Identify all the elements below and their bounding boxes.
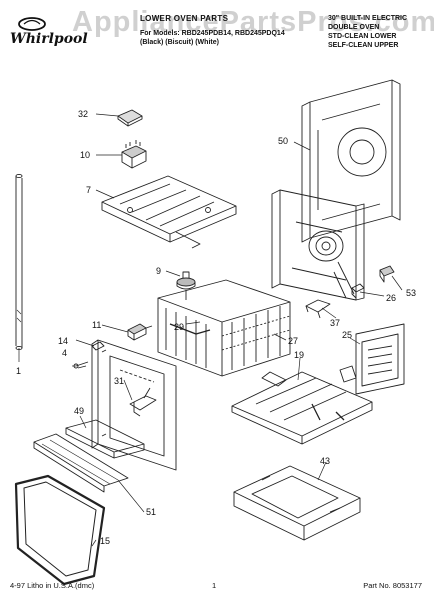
model-line-2: (Black) (Biscuit) (White) (140, 39, 219, 46)
page-title: LOWER OVEN PARTS (140, 14, 229, 23)
model-list: For Models: RBD245PDB14, RBD245PDQ14 (Bl… (140, 29, 285, 47)
part-1-drawing (15, 173, 23, 351)
description-line-4: SELF-CLEAN UPPER (328, 42, 399, 49)
part-7-drawing (101, 175, 237, 249)
part-50-drawing (301, 79, 401, 243)
description-line-3: STD-CLEAN LOWER (328, 33, 397, 40)
callout-50: 50 (278, 136, 288, 146)
part-43-drawing (233, 465, 361, 541)
callout-25: 25 (342, 330, 352, 340)
part-11-drawing (127, 323, 153, 341)
product-description: 30" BUILT-IN ELECTRIC DOUBLE OVEN STD-CL… (328, 14, 424, 50)
part-9-drawing (176, 271, 196, 300)
callout-labels: 32 10 7 50 9 26 53 11 29 27 37 25 14 4 1… (16, 109, 416, 546)
callout-31: 31 (114, 376, 124, 386)
part-49-drawing (65, 419, 145, 459)
model-line-1: For Models: RBD245PDB14, RBD245PDQ14 (140, 30, 285, 37)
callout-49: 49 (74, 406, 84, 416)
part-4-14-drawing (73, 341, 105, 369)
part-32-drawing (117, 109, 143, 127)
callout-53: 53 (406, 288, 416, 298)
part-25-drawing (355, 323, 405, 395)
callout-43: 43 (320, 456, 330, 466)
leader-lines (18, 113, 403, 547)
part-19-drawing (231, 365, 373, 445)
callout-10: 10 (80, 150, 90, 160)
part-10-drawing (121, 140, 147, 169)
rear-element-panel-drawing (271, 189, 365, 301)
callout-15: 15 (100, 536, 110, 546)
part-15-drawing (14, 474, 106, 586)
callout-51: 51 (146, 507, 156, 517)
callout-14: 14 (58, 336, 68, 346)
callout-26: 26 (386, 293, 396, 303)
callout-7: 7 (86, 185, 91, 195)
callout-9: 9 (156, 266, 161, 276)
part-31-drawing (129, 387, 157, 417)
description-line-2: DOUBLE OVEN (328, 24, 380, 31)
svg-text:Whirlpool: Whirlpool (10, 31, 88, 47)
oven-cavity-drawing (157, 279, 291, 377)
watermark: AppliancePartsPros.com (72, 6, 434, 38)
callout-27: 27 (288, 336, 298, 346)
callout-11: 11 (92, 320, 101, 330)
callout-29: 29 (174, 322, 184, 332)
callout-1: 1 (16, 366, 21, 376)
part-26-53-drawing (351, 265, 395, 299)
part-37-drawing (305, 299, 331, 319)
part-51-drawing (33, 433, 129, 493)
callout-4: 4 (62, 348, 67, 358)
whirlpool-logo: Whirlpool (10, 17, 88, 47)
callout-19: 19 (294, 350, 304, 360)
callout-37: 37 (330, 318, 340, 328)
part-number: Part No. 8053177 (363, 581, 422, 590)
print-info: 4-97 Litho in U.S.A.(dmc) (10, 581, 95, 590)
callout-32: 32 (78, 109, 88, 119)
page-number: 1 (212, 581, 217, 590)
front-frame-drawing (91, 339, 177, 471)
description-line-1: 30" BUILT-IN ELECTRIC (328, 15, 408, 22)
